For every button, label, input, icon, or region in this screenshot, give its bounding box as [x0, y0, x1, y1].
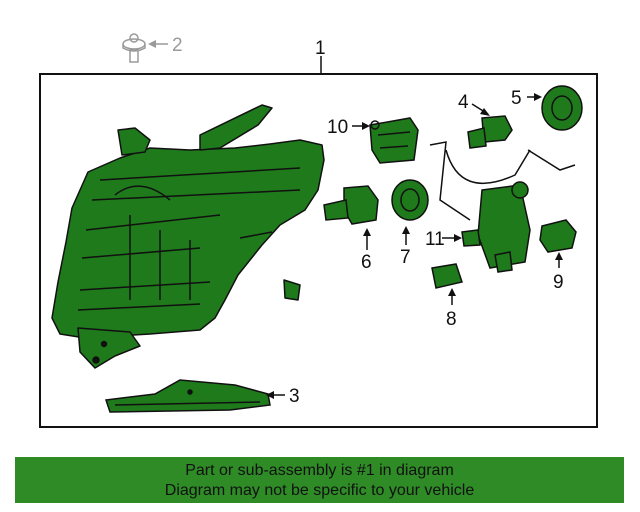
notice-banner: Part or sub-assembly is #1 in diagram Di…: [15, 457, 624, 503]
cap-part-5[interactable]: [541, 85, 583, 131]
bulb-part-8[interactable]: [431, 263, 463, 289]
bulb-part-9[interactable]: [539, 219, 577, 253]
headlamp-assembly[interactable]: [51, 104, 325, 369]
callout-8[interactable]: 8: [446, 309, 457, 330]
callout-7-arrow: [402, 226, 410, 234]
callout-9-arrow: [555, 252, 563, 260]
callout-7[interactable]: 7: [400, 247, 411, 268]
bracket-part[interactable]: [104, 379, 271, 413]
module-part-10[interactable]: [369, 117, 419, 164]
callout-2-arrow: [148, 40, 156, 48]
callout-1[interactable]: 1: [315, 38, 326, 59]
callout-4-arrow: [480, 108, 490, 116]
bulb-part-6[interactable]: [323, 185, 379, 225]
assembly-frame: [39, 73, 598, 428]
notice-line-2: Diagram may not be specific to your vehi…: [164, 482, 475, 499]
callout-8-arrow: [448, 288, 456, 296]
bolt-part[interactable]: [122, 33, 146, 63]
callout-6[interactable]: 6: [361, 252, 372, 273]
callout-6-arrow: [363, 228, 371, 236]
callout-4[interactable]: 4: [458, 92, 469, 113]
bulb-part-4[interactable]: [467, 115, 513, 149]
callout-10-arrow: [362, 122, 370, 130]
callout-11-arrow: [454, 234, 462, 242]
callout-5[interactable]: 5: [511, 88, 522, 109]
callout-5-arrow: [534, 93, 542, 101]
callout-9[interactable]: 9: [553, 272, 564, 293]
notice-line-1: Part or sub-assembly is #1 in diagram: [185, 462, 454, 479]
callout-3-arrow: [266, 391, 274, 399]
callout-11[interactable]: 11: [425, 229, 445, 250]
callout-3[interactable]: 3: [289, 386, 300, 407]
cap-part-7[interactable]: [391, 179, 429, 221]
callout-2[interactable]: 2: [172, 35, 183, 56]
harness-part-11[interactable]: [429, 141, 576, 273]
callout-10[interactable]: 10: [327, 117, 348, 138]
